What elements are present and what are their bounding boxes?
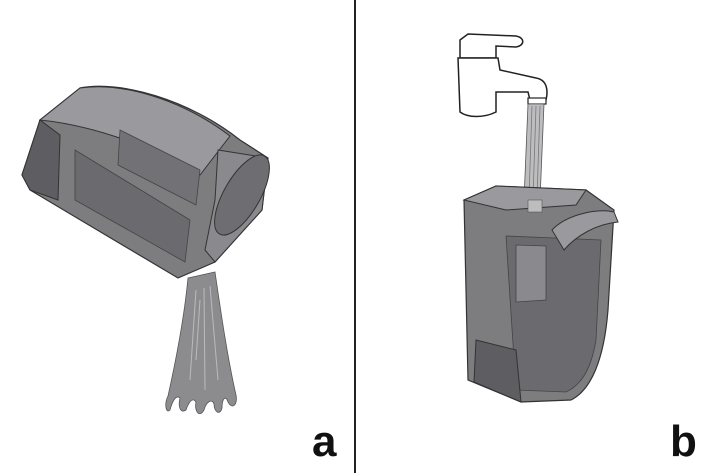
water-tank-upright: [462, 185, 619, 403]
water-tank-tilted: [21, 85, 270, 279]
panel-divider: [354, 0, 356, 473]
tank-pouring-illustration: [21, 85, 270, 415]
panel-label-a: a: [312, 417, 337, 466]
panel-a-emptying-tank: a: [0, 0, 354, 473]
panel-label-b: b: [670, 417, 697, 466]
tank-filling-illustration: [457, 33, 619, 403]
water-stream: [523, 103, 545, 201]
water-pour: [165, 271, 237, 415]
panel-b-filling-tank: b: [356, 0, 709, 473]
faucet-icon: [457, 33, 548, 118]
